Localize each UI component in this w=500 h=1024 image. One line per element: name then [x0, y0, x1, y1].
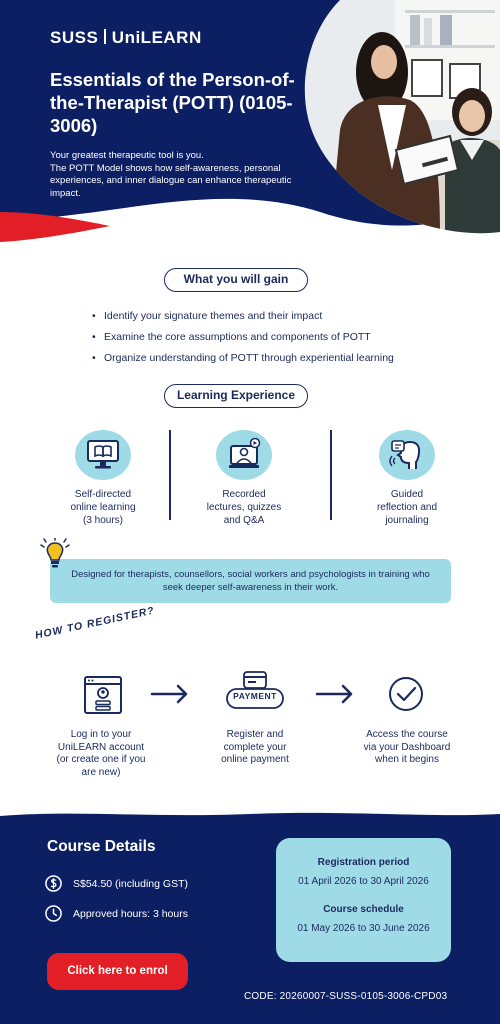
label-line: Guided — [390, 489, 424, 500]
schedule-card: Registration period 01 April 2026 to 30 … — [276, 838, 451, 962]
label-line: journaling — [385, 515, 429, 526]
description-line-2: The POTT Model shows how self-awareness,… — [50, 162, 292, 199]
dollar-icon — [45, 875, 62, 892]
column-divider — [330, 430, 332, 520]
learning-item-label: Self-directed online learning (3 hours) — [48, 488, 158, 527]
checkmark-circle-icon — [389, 677, 423, 711]
course-details-heading: Course Details — [47, 838, 156, 855]
monitor-book-icon — [75, 430, 131, 480]
video-lecture-icon — [216, 430, 272, 480]
login-window-icon — [84, 676, 122, 714]
therapy-session-photo — [304, 0, 500, 234]
step-line: are new) — [81, 766, 121, 778]
learning-item-label: Guided reflection and journaling — [352, 488, 462, 527]
payment-label: PAYMENT — [233, 691, 277, 701]
step-line: Register and — [226, 729, 284, 740]
label-line: Recorded — [222, 489, 266, 500]
arrow-right-icon — [150, 684, 188, 704]
hours-row: Approved hours: 3 hours — [45, 905, 188, 922]
arrow-right-icon — [315, 684, 353, 704]
list-item: Identify your signature themes and their… — [92, 306, 452, 327]
step-line: UniLEARN account — [57, 741, 145, 753]
list-item: Examine the core assumptions and compone… — [92, 327, 452, 348]
step-line: when it begins — [375, 754, 439, 765]
schedule-heading: Course schedule — [323, 904, 404, 915]
description-line-1: Your greatest therapeutic tool is you. — [50, 150, 204, 161]
learning-heading: Learning Experience — [164, 384, 308, 408]
label-line: online learning — [70, 502, 136, 513]
label-line: Self-directed — [74, 489, 132, 500]
payment-card-icon: PAYMENT — [225, 670, 285, 714]
enrol-button[interactable]: Click here to enrol — [47, 953, 188, 990]
price-text: S$54.50 (including GST) — [73, 877, 188, 890]
registration-dates: 01 April 2026 to 30 April 2026 — [298, 876, 429, 887]
brand-unilearn: UniLEARN — [111, 28, 202, 47]
column-divider — [169, 430, 171, 520]
step-line: (or create one if you — [56, 754, 146, 765]
hero-banner: SUSS UniLEARN Essentials of the Person-of… — [0, 0, 500, 250]
lightbulb-icon — [40, 538, 70, 568]
learning-item-self-directed: Self-directed online learning (3 hours) — [48, 430, 158, 527]
audience-note: Designed for therapists, counsellors, so… — [50, 559, 451, 603]
learning-item-label: Recorded lectures, quizzes and Q&A — [189, 488, 299, 527]
learning-item-recorded: Recorded lectures, quizzes and Q&A — [189, 430, 299, 527]
label-line: lectures, quizzes — [206, 502, 282, 513]
step-line: online payment — [221, 754, 289, 765]
course-code: CODE: 20260007-SUSS-0105-3006-CPD03 — [244, 991, 448, 1002]
learning-item-reflection: Guided reflection and journaling — [352, 430, 462, 527]
brand-logo: SUSS UniLEARN — [50, 28, 202, 48]
gain-heading: What you will gain — [164, 268, 308, 292]
clock-icon — [45, 905, 62, 922]
register-heading: HOW TO REGISTER? — [34, 604, 156, 642]
register-step-access: Access the course via your Dashboard whe… — [347, 729, 467, 767]
course-title: Essentials of the Person-of-the-Therapis… — [50, 69, 295, 136]
label-line: (3 hours) — [82, 515, 123, 526]
course-description: Your greatest therapeutic tool is you. T… — [50, 150, 310, 200]
schedule-dates: 01 May 2026 to 30 June 2026 — [297, 923, 430, 934]
register-step-login: Log in to your UniLEARN account (or crea… — [41, 729, 161, 779]
step-line: Log in to your — [70, 729, 132, 740]
registration-heading: Registration period — [317, 857, 410, 868]
step-line: complete your — [223, 741, 287, 753]
label-line: and Q&A — [223, 515, 265, 526]
brand-divider — [104, 29, 106, 44]
list-item: Organize understanding of POTT through e… — [92, 348, 452, 369]
price-row: S$54.50 (including GST) — [45, 875, 188, 892]
step-line: Access the course — [366, 729, 448, 740]
hours-text: Approved hours: 3 hours — [73, 907, 188, 920]
register-step-payment: Register and complete your online paymen… — [195, 729, 315, 767]
gain-list: Identify your signature themes and their… — [92, 306, 452, 369]
label-line: reflection and — [376, 502, 438, 513]
step-line: via your Dashboard — [363, 741, 451, 753]
brand-suss: SUSS — [50, 28, 99, 47]
reflection-head-icon — [379, 430, 435, 480]
